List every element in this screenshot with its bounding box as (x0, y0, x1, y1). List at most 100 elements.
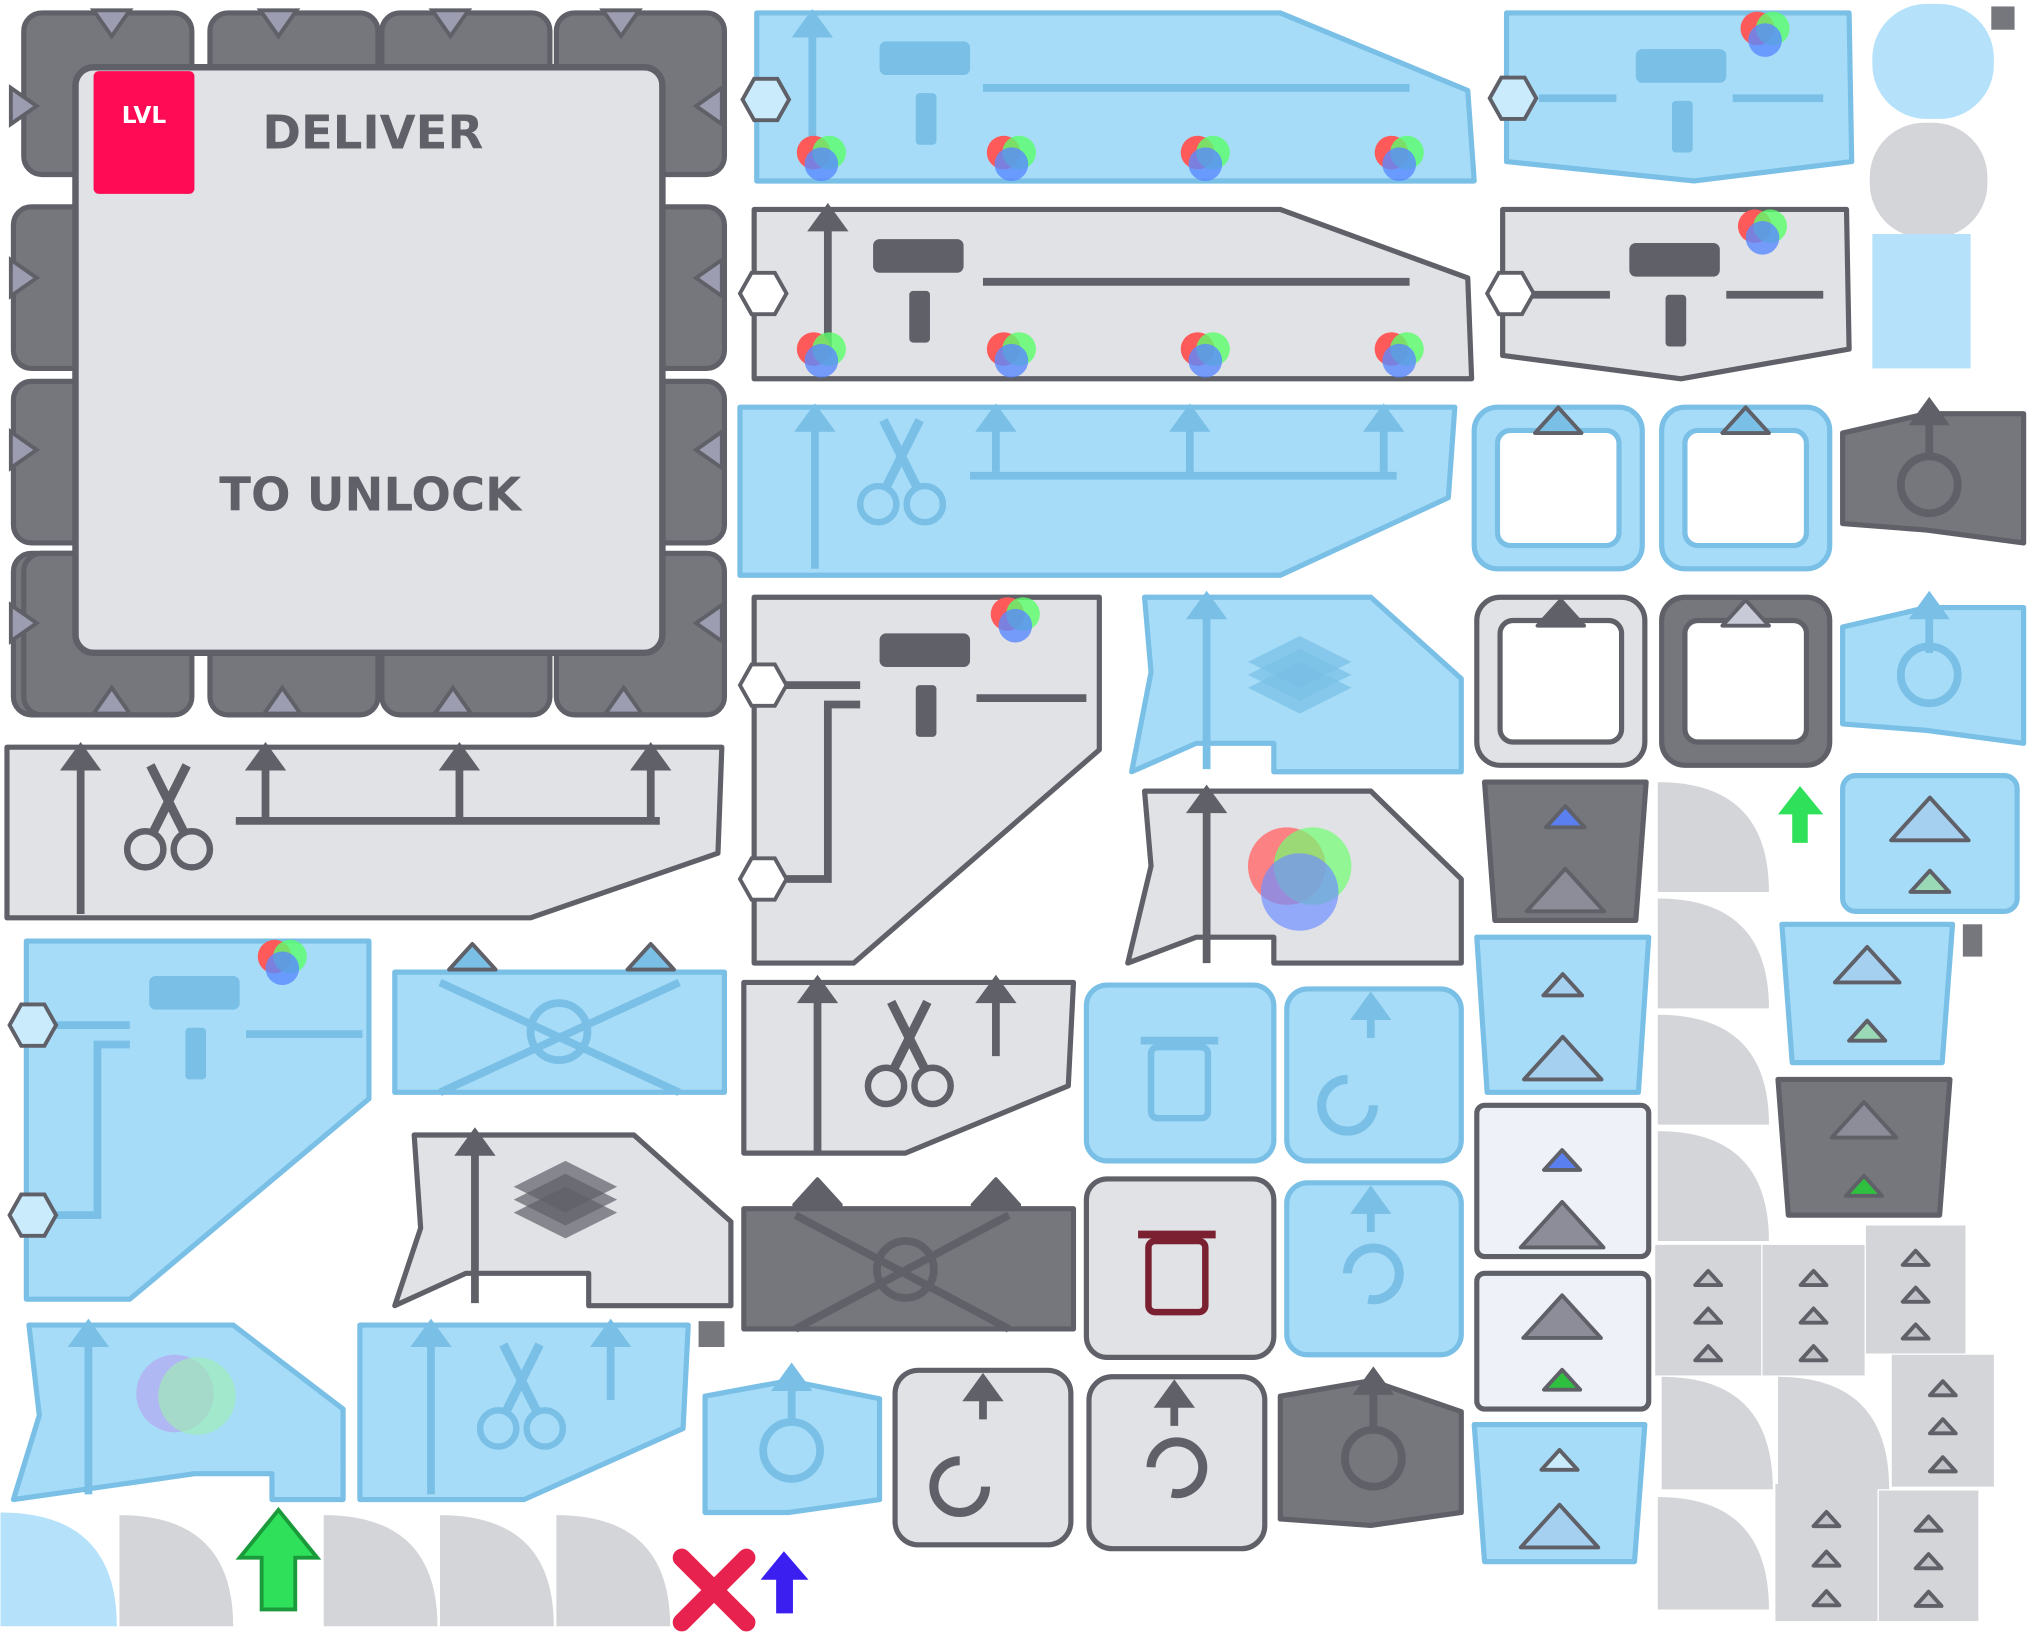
trash-icon (1147, 1043, 1212, 1122)
red-cross-icon (672, 1548, 756, 1632)
green-arrow-icon (1777, 785, 1824, 843)
belt-corner-gray (1661, 1376, 1773, 1490)
paint-roller-icon (873, 239, 964, 273)
paint-roller-icon (1629, 243, 1720, 277)
arrow-up-icon (962, 1372, 1004, 1402)
rotator-dark (1840, 396, 2027, 546)
arrow-up-icon (630, 742, 672, 771)
frame-dark-1 (1659, 594, 1833, 768)
frame-hole (1497, 617, 1625, 745)
frame-blue-1 (1471, 404, 1645, 572)
hub-input-arrow-icon (599, 8, 643, 40)
belt-corner-gray (1777, 1376, 1890, 1490)
triangle-icon (1542, 1367, 1583, 1392)
cutter-blue-small-body (357, 1322, 691, 1503)
trash-gray (1083, 1176, 1277, 1360)
hub-input-arrow-icon (692, 84, 724, 128)
belt-corner-gray (1657, 1496, 1769, 1610)
arrow-up-icon (1908, 396, 1950, 426)
color-dot-icon (994, 147, 1029, 181)
arrow-up-icon (1908, 590, 1950, 620)
belt-arrow-icon (1693, 1306, 1724, 1325)
trap-light-2 (1474, 1270, 1652, 1412)
painter-double-blue (7, 938, 372, 1302)
level-badge (93, 71, 195, 194)
triangle-icon (1889, 795, 1971, 843)
scissors-icon (499, 1342, 542, 1414)
painter-blue (1487, 10, 1855, 184)
conveyor-line (45, 1040, 130, 1220)
triangle-icon (1832, 944, 1902, 985)
arrow-up-icon (1185, 590, 1228, 620)
arrow-up-icon (1535, 598, 1587, 628)
rotate-cw-blue (1284, 1180, 1464, 1358)
belt-corner-gray (556, 1515, 671, 1627)
arrow-up-icon (792, 1177, 843, 1207)
cutter-quad-gray-body (4, 744, 725, 921)
arrow-up-icon (447, 942, 498, 972)
paint-roller-icon (879, 633, 971, 668)
trap-blue-1 (1474, 934, 1652, 1095)
scissors-icon (170, 827, 214, 871)
arrow-up-icon (791, 9, 834, 38)
input-hex-icon (737, 270, 789, 317)
belt-gray (1762, 1244, 1865, 1376)
hub-input-arrow-icon (692, 428, 724, 472)
mixer-blue (10, 1318, 346, 1503)
marker-square (1991, 6, 2015, 30)
color-dot-icon (265, 951, 300, 986)
hub-input-arrow-icon (260, 684, 305, 716)
cutter-quad-blue-body (737, 404, 1458, 578)
belt-corner-blue (1872, 3, 1994, 119)
color-dot-icon (1748, 23, 1782, 57)
belt-arrow-icon (1798, 1306, 1829, 1325)
belt-arrow-icon (1927, 1455, 1958, 1474)
hub-input-arrow-icon (256, 8, 301, 40)
stacker-blue (1129, 590, 1464, 775)
arrow-up-icon (1720, 598, 1771, 628)
stacker-gray (392, 1127, 734, 1309)
blue-arrow-icon (760, 1551, 809, 1614)
scissors-icon (887, 999, 929, 1072)
trap-light-1 (1474, 1102, 1652, 1260)
belt-blue (1872, 233, 1971, 369)
belt-corner-blue (0, 1512, 117, 1627)
input-hex-icon (1484, 270, 1536, 317)
scissors-icon (903, 482, 947, 526)
hub-panel (72, 63, 666, 657)
hub-input-arrow-icon (692, 256, 724, 300)
cutter-quad-blue (737, 403, 1458, 578)
paint-roller-icon (915, 93, 937, 145)
arrow-up-icon (1533, 405, 1584, 436)
belt-gray (1865, 1225, 1966, 1354)
input-hex-icon (7, 1002, 59, 1048)
paint-roller-icon (1635, 49, 1727, 83)
arrow-up-icon (1350, 991, 1392, 1020)
belt-arrow-icon (1900, 1322, 1931, 1341)
trash-blue (1083, 982, 1277, 1164)
hub-input-arrow-icon (8, 84, 41, 128)
belt-gray (1891, 1354, 1994, 1487)
painter-quad-blue-body (754, 10, 1477, 184)
belt-blue-body (1872, 233, 1971, 369)
arrow-up-icon (770, 1362, 813, 1391)
belt-arrow-icon (1900, 1285, 1931, 1304)
belt-arrow-icon (1693, 1344, 1724, 1363)
hub-input-arrow-icon (89, 8, 134, 40)
belt-corner-gray (1869, 122, 1988, 238)
belt-corner-gray-body (1869, 122, 1988, 238)
marker-square (1962, 924, 1983, 957)
cutter-gray-small (741, 974, 1077, 1156)
arrow-up-icon (975, 403, 1017, 432)
color-dot-icon (1382, 343, 1417, 378)
hub-input-arrow-icon (89, 684, 134, 716)
arrow-up-icon (67, 1318, 110, 1348)
belt-arrow-icon (1900, 1248, 1931, 1267)
frame-blue-2 (1659, 404, 1833, 572)
hub-input-arrow-icon (8, 601, 41, 645)
hub-sprite: LVL DELIVER TO UNLOCK (8, 8, 728, 718)
scissors-icon (476, 1407, 520, 1450)
conveyor-line (776, 700, 861, 883)
arrow-up-icon (410, 1318, 452, 1348)
arrow-up-icon (796, 974, 839, 1004)
